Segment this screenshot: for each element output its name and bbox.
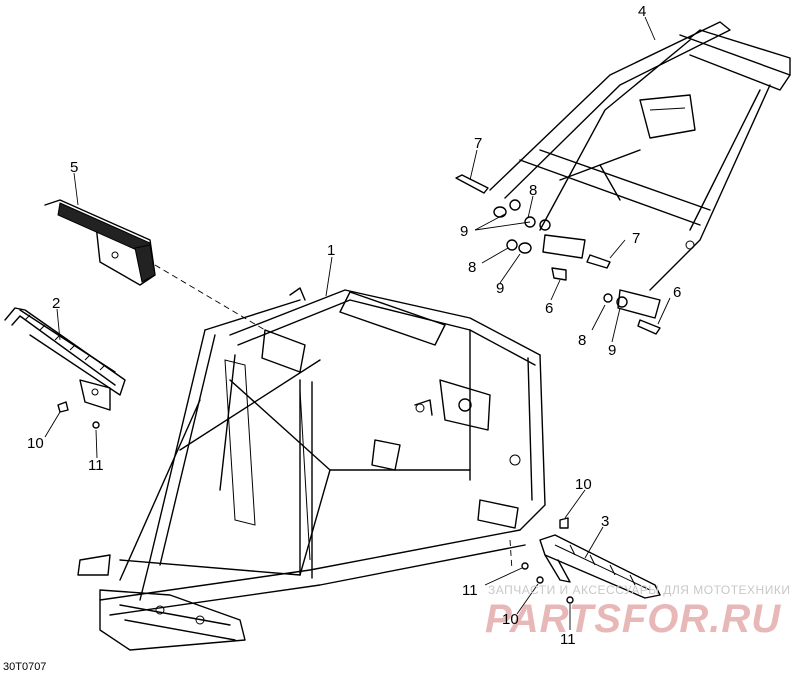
assembly-guide-line: [154, 264, 266, 331]
callout-11a: 11: [88, 457, 104, 474]
callout-1: 1: [327, 242, 335, 259]
left-footrest-part: [4, 307, 126, 411]
callout-5: 5: [70, 159, 78, 176]
callout-7a: 7: [474, 135, 482, 152]
callout-8a: 8: [529, 182, 537, 199]
callout-9a: 9: [460, 223, 468, 240]
watermark: ЗАПЧАСТИ И АКСЕССУАРЫ ДЛЯ МОТОТЕХНИКИ PA…: [485, 583, 790, 641]
drawing-code: 30T0707: [3, 661, 46, 673]
callout-2: 2: [52, 295, 60, 312]
callout-9c: 9: [608, 342, 616, 359]
callout-8b: 8: [468, 259, 476, 276]
callout-10a: 10: [27, 435, 44, 452]
callout-9b: 9: [496, 280, 504, 297]
bracket-part: [44, 199, 156, 286]
callout-11c: 11: [560, 631, 576, 648]
main-frame-part: [77, 287, 546, 651]
callout-6a: 6: [545, 300, 553, 317]
callout-7b: 7: [632, 230, 640, 247]
callout-6b: 6: [673, 284, 681, 301]
right-footrest-part: [539, 534, 661, 599]
rear-subframe-part: [489, 21, 791, 319]
callout-11b: 11: [462, 582, 478, 599]
callout-3: 3: [601, 513, 609, 530]
callout-labels: 1 2 3 4 5 6 6 7 7 8 8 8 9 9 9 10 10 10 1…: [27, 3, 681, 648]
leader-lines: [44, 16, 671, 630]
callout-10b: 10: [575, 476, 592, 493]
callout-4: 4: [638, 3, 646, 20]
watermark-brand: PARTSFOR.RU: [485, 597, 781, 641]
watermark-tagline: ЗАПЧАСТИ И АКСЕССУАРЫ ДЛЯ МОТОТЕХНИКИ: [488, 583, 790, 597]
callout-10c: 10: [502, 611, 519, 628]
callout-8c: 8: [578, 332, 586, 349]
hardware-parts: [57, 174, 661, 604]
